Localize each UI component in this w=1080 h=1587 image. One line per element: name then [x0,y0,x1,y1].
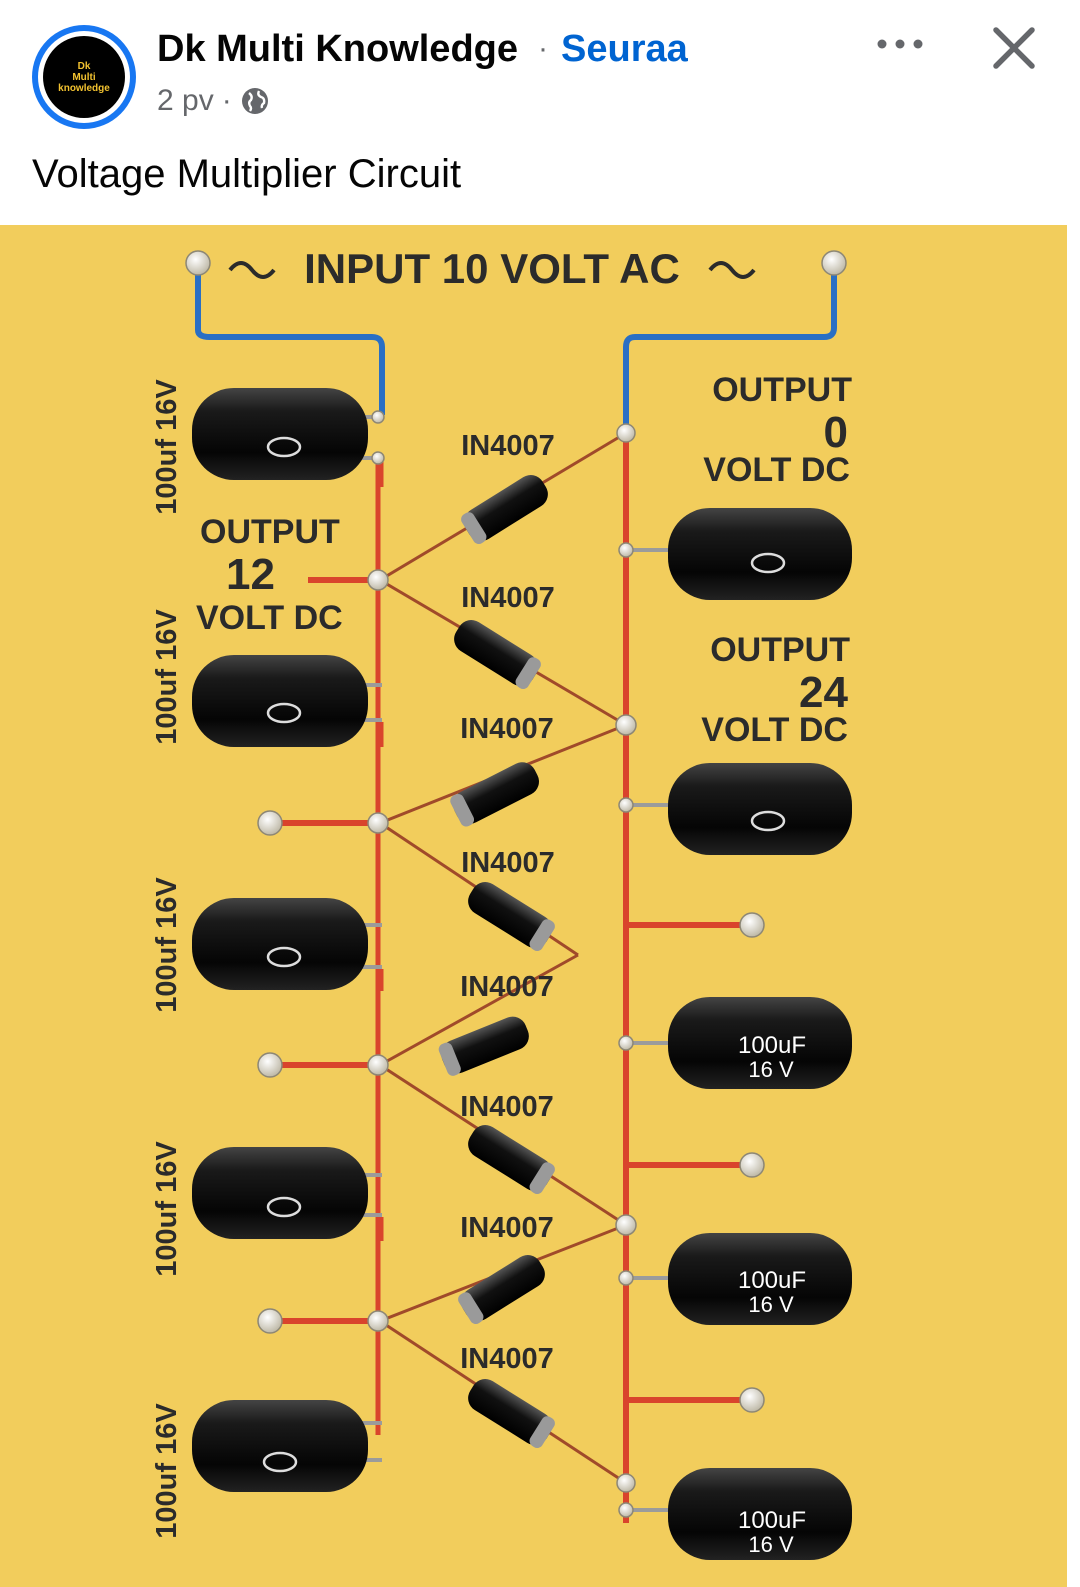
input-title: INPUT 10 VOLT AC [304,245,680,292]
right-cap-3-label-top: 100uF [738,1032,806,1059]
diode-7 [458,1255,545,1324]
right-cap-5-label-bottom: 16 V [748,1532,794,1557]
avatar-text-1: Dk [77,60,91,72]
output-12-line1: OUTPUT [200,513,340,551]
more-options-icon[interactable] [872,24,932,64]
diode-label-6: IN4007 [460,1091,554,1123]
left-cap-label-5: 100uf 16V [151,1403,183,1539]
input-wire-right [623,265,837,431]
right-cap-4-label-top: 100uF [738,1267,806,1294]
left-cap-4 [192,1147,368,1239]
red-taps [270,577,752,1403]
right-cap-4: 100uF 16 V [668,1233,852,1325]
avatar-text-2: Multi [72,71,96,83]
ac-wave-right-icon [708,261,756,279]
output-24-value: 24 [799,668,848,717]
diode-label-8: IN4007 [460,1343,554,1375]
diode-label-2: IN4007 [461,582,555,614]
diode-label-5: IN4007 [460,971,554,1003]
left-cap-label-4: 100uf 16V [151,1141,183,1277]
input-wire-left [195,265,385,415]
diode-5 [438,1016,529,1076]
output-24-line3: VOLT DC [701,711,848,749]
right-cap-5-label-top: 100uF [738,1507,806,1534]
right-cap-5: 100uF 16 V [668,1468,852,1560]
globe-icon [241,88,268,114]
circuit-photo[interactable]: INPUT 10 VOLT AC [0,225,1067,1587]
diode-label-7: IN4007 [460,1212,554,1244]
diode-3 [450,762,539,827]
output-12-line3: VOLT DC [196,599,343,637]
diode-1 [461,475,548,544]
right-cap-4-label-bottom: 16 V [748,1292,794,1317]
diode-label-1: IN4007 [461,430,555,462]
post-meta: 2 pv · [157,84,270,118]
terminal-nodes [185,250,847,1518]
left-cap-5 [192,1400,368,1492]
post-time[interactable]: 2 pv [157,84,214,117]
right-cap-2 [668,763,852,855]
photo-background [0,225,1067,1587]
diode-4 [468,882,555,951]
left-capacitors [362,415,384,1462]
diode-2 [454,620,541,689]
right-cap-3: 100uF 16 V [668,997,852,1089]
left-cap-label-2: 100uf 16V [151,609,183,745]
output-24-line1: OUTPUT [710,631,850,669]
post-header: Dk Multi knowledge Dk Multi Knowledge · … [0,0,1080,225]
output-0-line1: OUTPUT [712,371,852,409]
ac-wave-left-icon [228,261,276,279]
separator: · [538,32,548,65]
avatar-text-3: knowledge [58,82,110,94]
output-0-line3: VOLT DC [703,451,850,489]
meta-separator: · [221,84,232,117]
right-cap-3-label-bottom: 16 V [748,1057,794,1082]
avatar[interactable]: Dk Multi knowledge [32,25,136,129]
author-name[interactable]: Dk Multi Knowledge [157,28,518,70]
post-caption: Voltage Multiplier Circuit [32,152,462,196]
output-12-value: 12 [226,550,275,599]
diode-label-4: IN4007 [461,847,555,879]
left-cap-label-1: 100uf 16V [151,379,183,515]
follow-button[interactable]: Seuraa [561,28,688,70]
diode-label-3: IN4007 [460,713,554,745]
diode-6 [468,1125,555,1194]
right-capacitors [626,548,676,1512]
close-icon[interactable] [988,22,1040,74]
left-cap-2 [192,655,368,747]
left-cap-1 [192,388,368,480]
left-cap-3 [192,898,368,990]
diode-8 [468,1379,555,1448]
left-cap-label-3: 100uf 16V [151,877,183,1013]
right-cap-1 [668,508,852,600]
output-0-value: 0 [824,408,848,457]
